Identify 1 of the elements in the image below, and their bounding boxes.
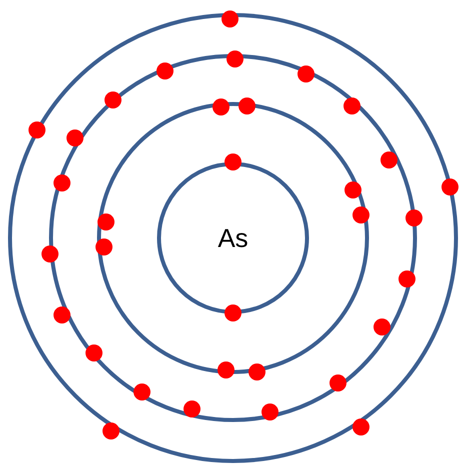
element-symbol: As	[218, 222, 248, 254]
